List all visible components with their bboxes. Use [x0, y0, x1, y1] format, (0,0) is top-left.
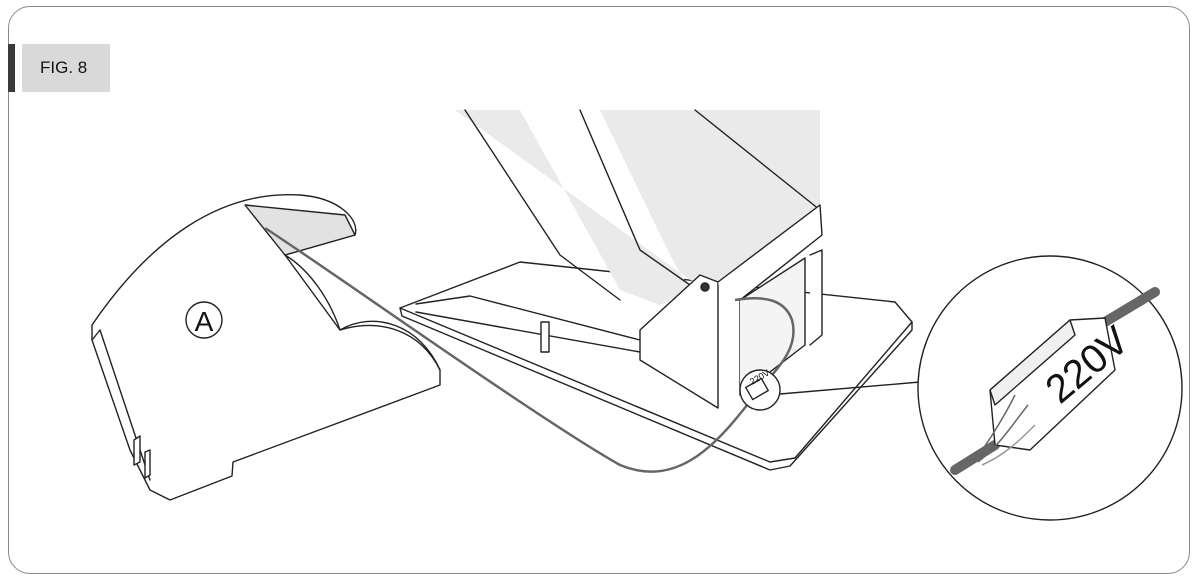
figure-frame [8, 6, 1190, 574]
callout-a-circle [185, 301, 223, 339]
power-cable [264, 226, 795, 473]
cover-part-a: A [91, 193, 441, 501]
support-arm [455, 109, 823, 409]
figure-label: FIG. 8 [22, 44, 110, 92]
figure-tab-accent [8, 44, 15, 92]
figure-tab: FIG. 8 [8, 44, 110, 92]
connector-detail-small: 220V [739, 368, 921, 411]
connector-detail-zoom: 220V [917, 255, 1183, 521]
callout-a-label: A [195, 306, 214, 337]
